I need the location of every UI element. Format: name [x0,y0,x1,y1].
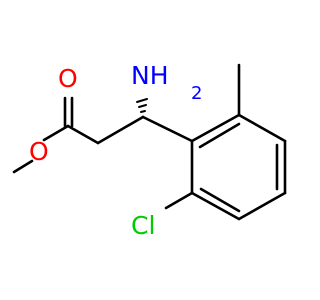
bond-chiral-ring [141,115,194,143]
ring-bond-2 [237,113,287,143]
amino-label: NH [131,61,169,90]
carbonyl-oxygen-label: O [58,64,78,93]
bond-methyl-o [12,159,34,174]
ring-bond-1 [190,113,241,143]
chemical-structure: O O NH 2 Cl [12,61,287,240]
ring-inner-bond-3 [199,187,241,213]
ring-bond-5 [190,191,241,221]
ring-inner-bond-1 [198,122,241,149]
bond-ch2-chiral [96,115,145,145]
chlorine-label: Cl [131,211,155,240]
ring-bond-4 [237,191,287,221]
ester-oxygen-label: O [29,137,49,166]
hashed-wedge-bond [136,98,148,118]
bond-carbonyl-ch2 [66,124,100,145]
bond-o-carbonyl-carbon [42,124,70,142]
bond-ring-chlorine [164,191,194,210]
amino-subscript: 2 [191,83,202,104]
